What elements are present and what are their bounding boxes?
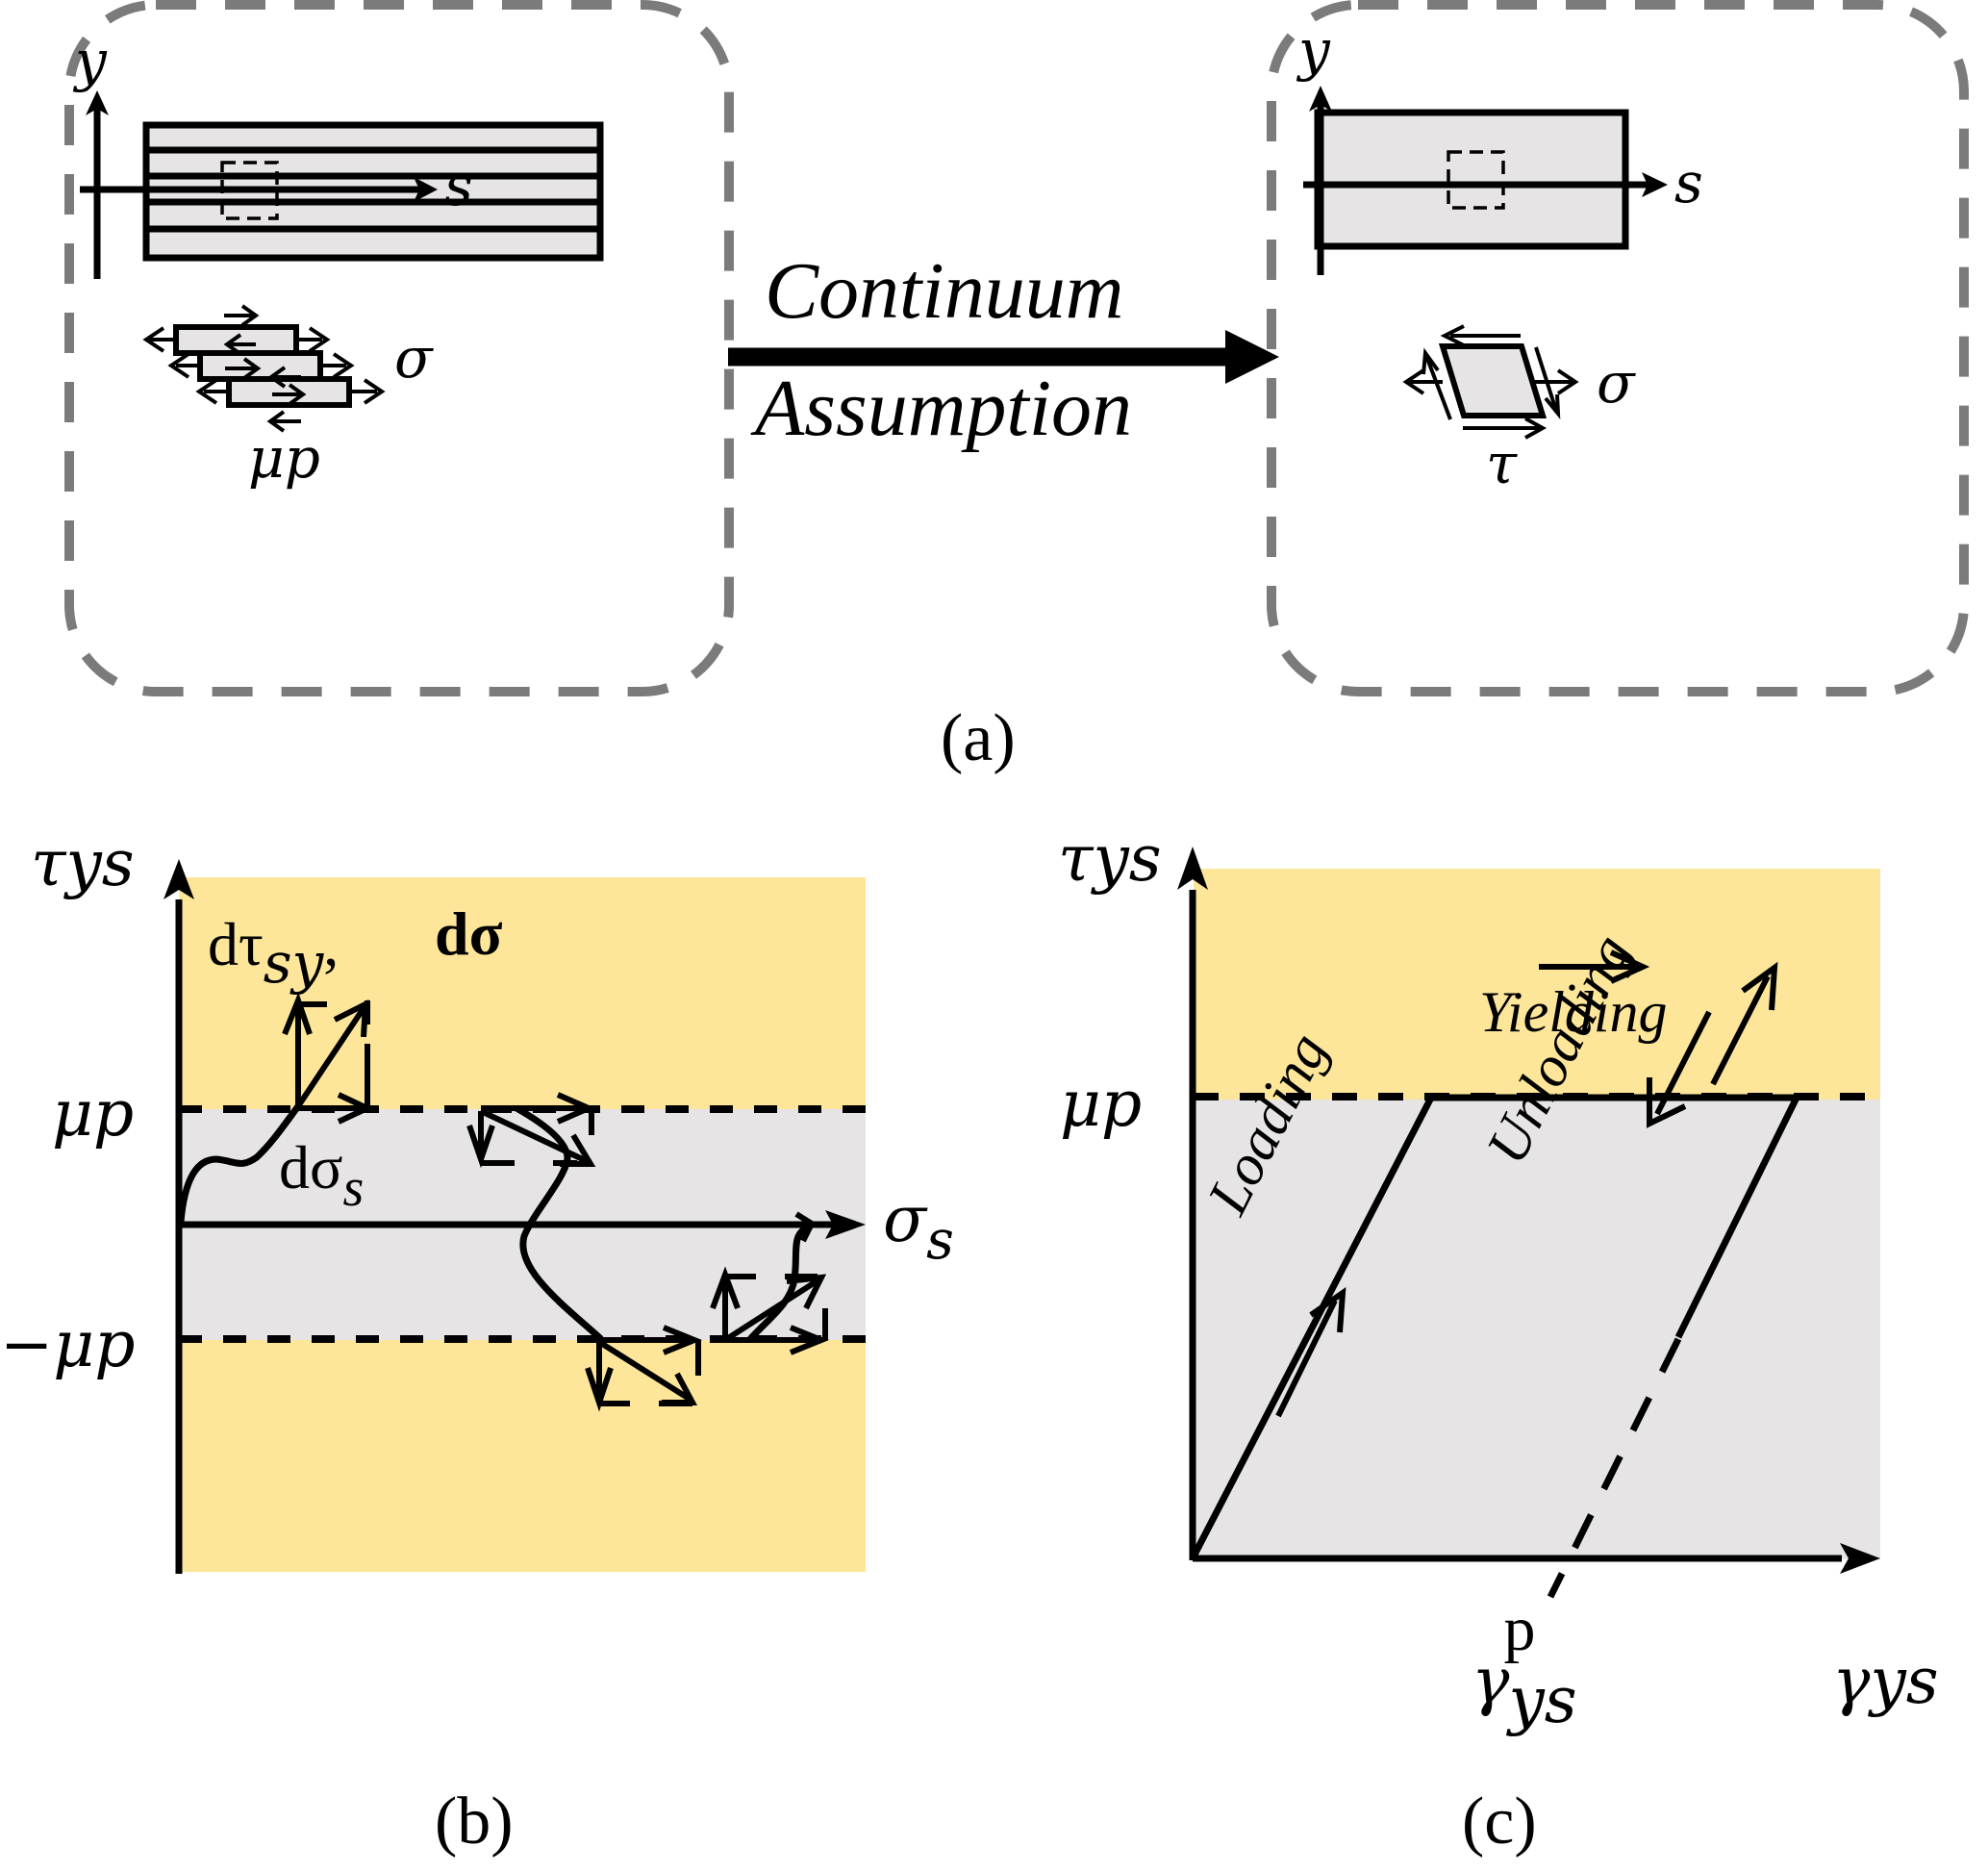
loading-path — [1189, 1094, 1802, 1560]
upper-limit-label: μp — [52, 1076, 134, 1151]
y-axis-arrowhead-left — [86, 90, 109, 115]
tau-label-right: τ — [1486, 431, 1518, 496]
tau-axis-label-b: τys — [31, 826, 135, 900]
sigma-axis-arrowhead-b — [825, 1210, 866, 1239]
dtau-label: dτsy, — [208, 910, 339, 996]
caption-a: (a) — [941, 701, 1016, 775]
sliding-layers — [142, 304, 386, 433]
right-frame — [1267, 0, 1969, 696]
s-axis-label-right: s — [1674, 150, 1703, 215]
yielding-label: Yielding — [1479, 980, 1668, 1044]
tau-axis-arrowhead-b — [164, 859, 194, 899]
dsigma-label: dσ — [435, 899, 503, 968]
sigma-label-right: σ — [1597, 350, 1636, 416]
y-axis-label-right: y — [1296, 17, 1331, 83]
yield-level-label: μp — [1060, 1067, 1142, 1141]
friction-label-left: μp — [248, 425, 320, 491]
dsigma-s-label: dσs — [279, 1133, 364, 1218]
continuum-label: Continuum — [765, 246, 1123, 336]
assumption-label: Assumption — [750, 364, 1132, 453]
tau-axis-arrowhead-c — [1177, 847, 1208, 890]
unloading-extension — [1547, 1337, 1682, 1599]
element-marker-right — [1447, 150, 1505, 210]
gamma-axis-label-c: γys — [1832, 1644, 1939, 1718]
s-axis-arrowhead-left — [414, 177, 438, 202]
sheared-element — [1402, 324, 1579, 440]
elastic-region-c — [1194, 1100, 1880, 1559]
caption-b: (b) — [435, 1784, 514, 1859]
panel-a: y s σ μp — [64, 0, 1969, 775]
increment-vectors — [282, 992, 829, 1412]
material-block-right — [1314, 109, 1629, 250]
s-axis-arrowhead-right — [1642, 172, 1668, 197]
continuum-arrowhead — [1225, 330, 1279, 384]
panel-b: τys σs μp −μp dτsy, dσ dσs — [0, 826, 954, 1859]
sigma-axis-label-b: σs — [883, 1182, 954, 1272]
sigma-label-left: σ — [394, 325, 434, 391]
s-axis-label-left: s — [444, 153, 473, 218]
lower-limit-label: −μp — [0, 1307, 135, 1381]
y-axis-label-left: y — [72, 28, 108, 93]
y-axis-arrowhead-right — [1309, 86, 1332, 112]
tau-axis-label-c: τys — [1058, 822, 1162, 896]
path-arrows — [1275, 949, 1778, 1418]
gamma-axis-arrowhead-c — [1840, 1543, 1880, 1574]
left-frame — [64, 0, 734, 696]
caption-c: (c) — [1462, 1784, 1537, 1859]
